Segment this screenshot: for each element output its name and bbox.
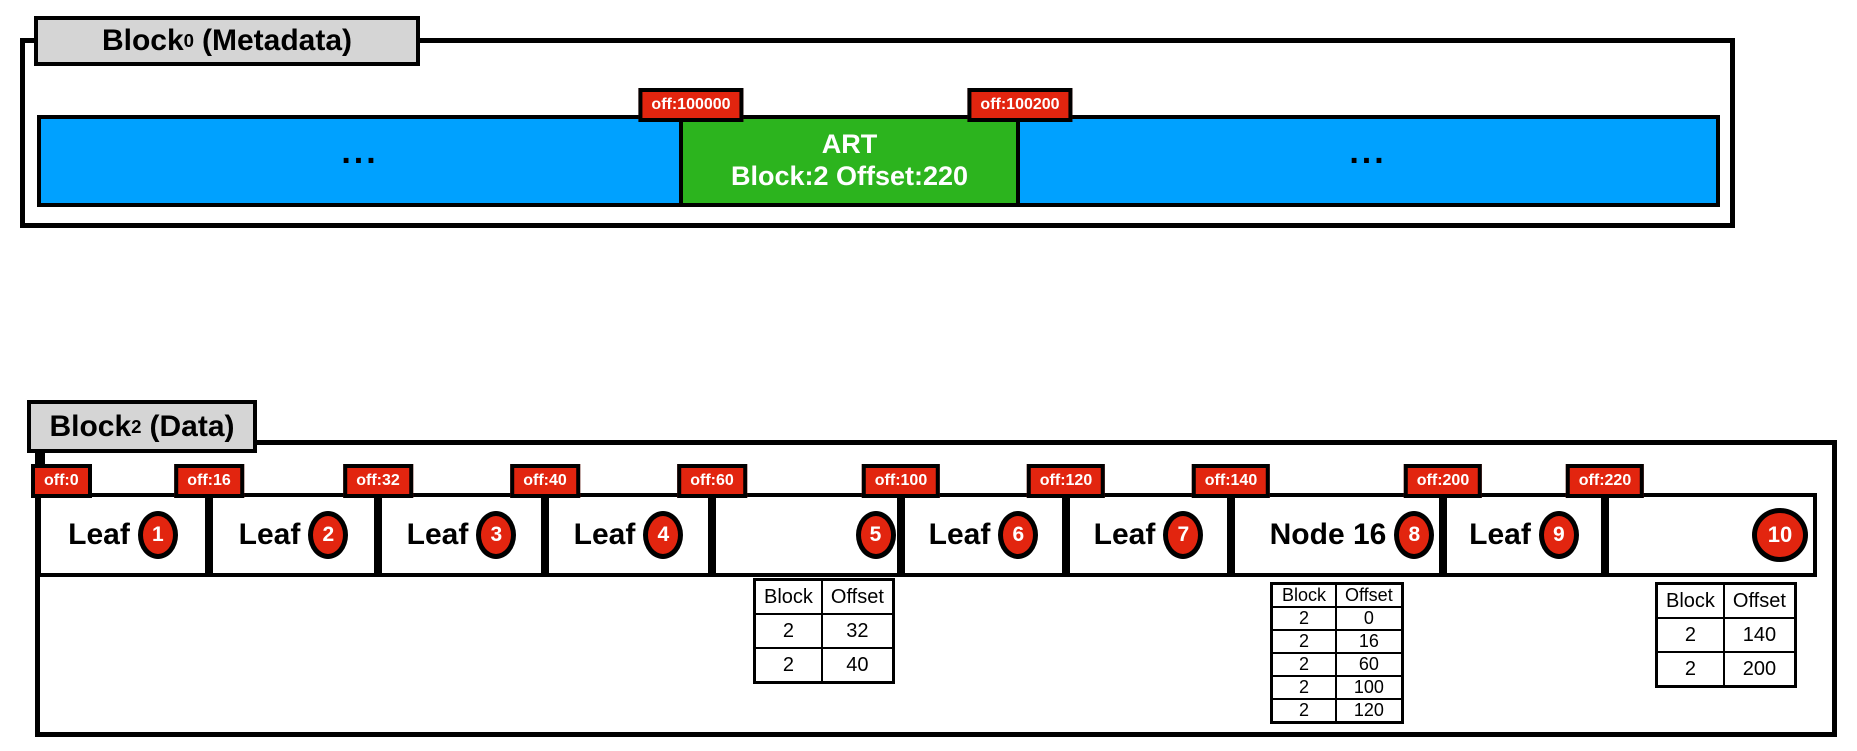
offset-tag-off-32: off:32 [343, 464, 413, 498]
table-header: Offset [1722, 582, 1797, 619]
ellipsis-text: ... [341, 132, 379, 171]
table-cell: 200 [1722, 651, 1797, 688]
table-cell: 60 [1334, 652, 1404, 677]
offset-tag-off-100: off:100 [861, 464, 941, 498]
offset-tag-100200: off:100200 [967, 88, 1073, 122]
section-label: Leaf [406, 518, 469, 551]
block0-title-base: Block [101, 24, 184, 57]
table-cell: 140 [1722, 617, 1797, 653]
table-cell: 2 [1270, 629, 1337, 654]
step-marker-circle: 3 [476, 511, 517, 559]
offset-tag-off-220: off:220 [1565, 464, 1645, 498]
section-label: Leaf [928, 518, 991, 551]
table-cell: 2 [1655, 651, 1725, 688]
step-marker-circle: 6 [998, 511, 1039, 559]
block0-raw-segment-left: ... [37, 115, 683, 207]
step-marker-circle: 10 [1752, 508, 1809, 562]
section-label: Leaf [573, 518, 636, 551]
block0-byte-bar: ... ART Block:2 Offset:220 ... [37, 115, 1720, 207]
table-cell: 2 [1270, 652, 1337, 677]
table-cell: 2 [1270, 698, 1337, 724]
table-header: Offset [820, 578, 895, 615]
step-marker-circle: 1 [137, 511, 178, 559]
table-header: Block [1655, 582, 1725, 619]
section-label: Leaf [68, 518, 130, 551]
section-label: Leaf [1093, 518, 1156, 551]
offset-tag-100000: off:100000 [638, 88, 744, 122]
step-marker-circle: 5 [855, 511, 896, 559]
label-connector-line [40, 440, 45, 470]
ellipsis-text: ... [1349, 132, 1387, 171]
offset-tag-off-16: off:16 [174, 464, 244, 498]
art-pointer-text: Block:2 Offset:220 [730, 161, 969, 191]
table-cell: 100 [1334, 675, 1404, 700]
section-label: Node 16 [1269, 518, 1387, 551]
table-cell: 40 [820, 647, 895, 684]
section-label: Leaf [1469, 518, 1531, 551]
table-cell: 2 [753, 613, 823, 649]
step-marker-circle: 4 [643, 511, 684, 559]
table-cell: 2 [1270, 675, 1337, 700]
table-cell: 2 [1270, 606, 1337, 631]
section-label: Node 4 [1643, 518, 1745, 551]
table-cell: 120 [1334, 698, 1404, 724]
offset-tag-off-200: off:200 [1403, 464, 1483, 498]
table-header: Block [753, 578, 823, 615]
block0-title-rest: (Metadata) [202, 24, 353, 57]
table-header: Offset [1334, 582, 1404, 608]
offset-tag-off-0: off:0 [31, 464, 92, 498]
offset-tag-off-40: off:40 [510, 464, 580, 498]
table-header: Block [1270, 582, 1337, 608]
block0-art-segment: ART Block:2 Offset:220 [679, 115, 1020, 207]
offset-tag-off-120: off:120 [1026, 464, 1106, 498]
table-cell: 0 [1334, 606, 1404, 631]
block2-title-rest: (Data) [149, 409, 235, 443]
table-cell: 16 [1334, 629, 1404, 654]
block2-title-base: Block [49, 409, 132, 443]
step-marker-circle: 9 [1538, 511, 1579, 559]
table-cell: 32 [820, 613, 895, 649]
table-cell: 2 [753, 647, 823, 684]
step-marker-circle: 7 [1163, 511, 1204, 559]
block0-raw-segment-right: ... [1016, 115, 1720, 207]
section-label: Leaf [238, 518, 301, 551]
step-marker-circle: 2 [308, 511, 349, 559]
table-cell: 2 [1655, 617, 1725, 653]
section-label: Node 4 [747, 518, 848, 551]
step-marker-circle: 8 [1394, 511, 1435, 559]
offset-tag-off-60: off:60 [677, 464, 747, 498]
art-title: ART [821, 129, 878, 160]
offset-tag-off-140: off:140 [1191, 464, 1271, 498]
